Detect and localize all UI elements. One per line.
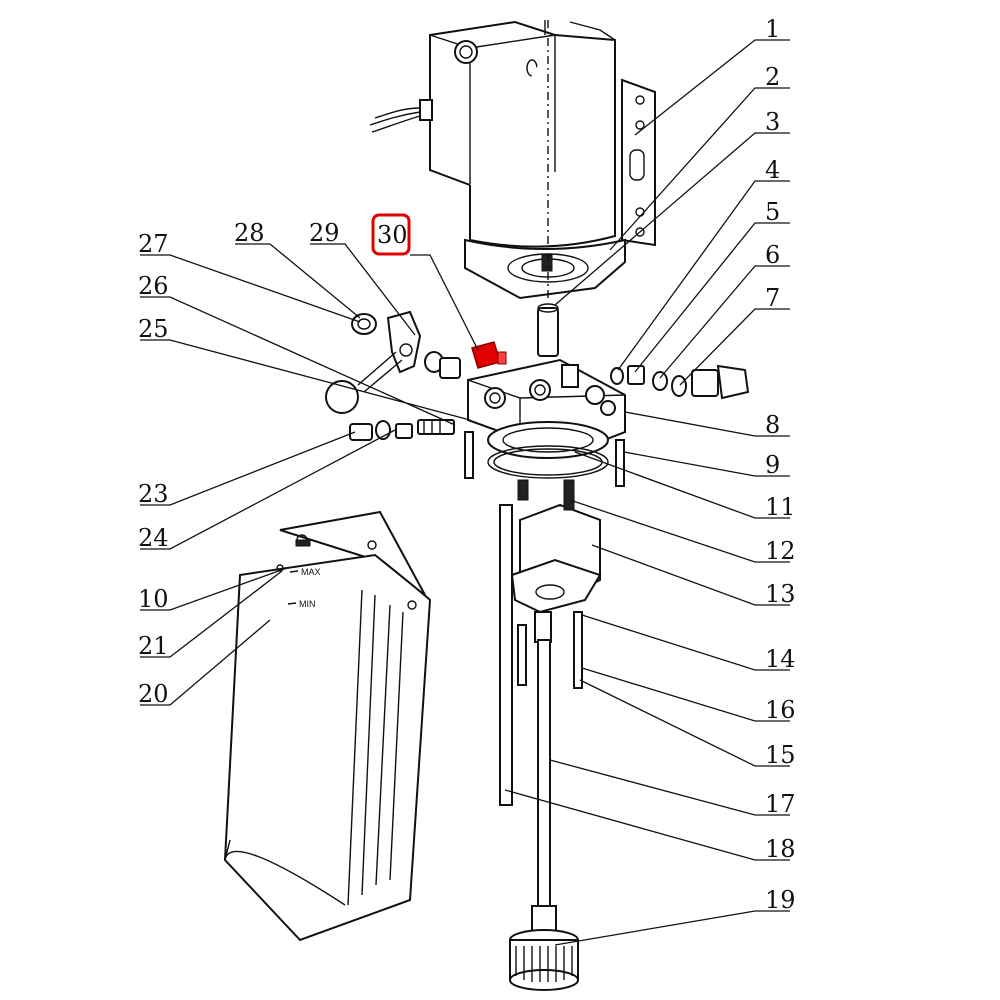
callout-27: 27 <box>138 230 169 258</box>
callout-26: 26 <box>138 272 169 300</box>
callout-17: 17 <box>765 790 796 818</box>
callout-24: 24 <box>138 524 169 552</box>
callout-8: 8 <box>765 411 780 439</box>
callout-13: 13 <box>765 580 796 608</box>
bolts <box>464 431 625 487</box>
callout-23: 23 <box>138 480 169 508</box>
oil-tank: MAX MIN <box>223 510 432 942</box>
callout-14: 14 <box>765 645 796 673</box>
tank-max-label: MAX <box>301 567 321 577</box>
callout-4: 4 <box>765 156 780 184</box>
callout-12: 12 <box>765 537 796 565</box>
callout-5: 5 <box>765 198 780 226</box>
suction-tube <box>531 639 557 933</box>
callout-25: 25 <box>138 315 169 343</box>
tank-min-label: MIN <box>299 599 316 609</box>
callout-20: 20 <box>138 680 169 708</box>
callout-16: 16 <box>765 696 796 724</box>
right-fittings <box>610 364 750 400</box>
callout-10: 10 <box>138 585 169 613</box>
motor <box>369 20 656 300</box>
return-tube <box>499 504 513 806</box>
left-components <box>325 310 507 441</box>
callout-11: 11 <box>765 493 796 521</box>
callout-15: 15 <box>765 741 796 769</box>
coupling <box>537 303 559 357</box>
callout-28: 28 <box>234 219 265 247</box>
manifold-block <box>467 358 626 479</box>
callout-18: 18 <box>765 835 796 863</box>
filter <box>509 929 579 991</box>
callout-9: 9 <box>765 451 780 479</box>
pump-bolts <box>517 611 583 689</box>
pump <box>510 479 602 614</box>
callout-19: 19 <box>765 886 796 914</box>
callout-1: 1 <box>765 15 780 43</box>
callout-7: 7 <box>765 284 780 312</box>
callout-30-highlight-box <box>371 213 411 256</box>
callout-3: 3 <box>765 108 780 136</box>
callout-6: 6 <box>765 241 780 269</box>
callout-30: 30 <box>377 221 408 249</box>
callout-21: 21 <box>138 632 169 660</box>
callout-labels: 1 2 3 4 5 6 7 8 9 11 12 13 14 16 15 17 1… <box>138 15 796 914</box>
callout-29: 29 <box>309 219 340 247</box>
callout-2: 2 <box>765 63 780 91</box>
leader-lines <box>140 39 790 946</box>
